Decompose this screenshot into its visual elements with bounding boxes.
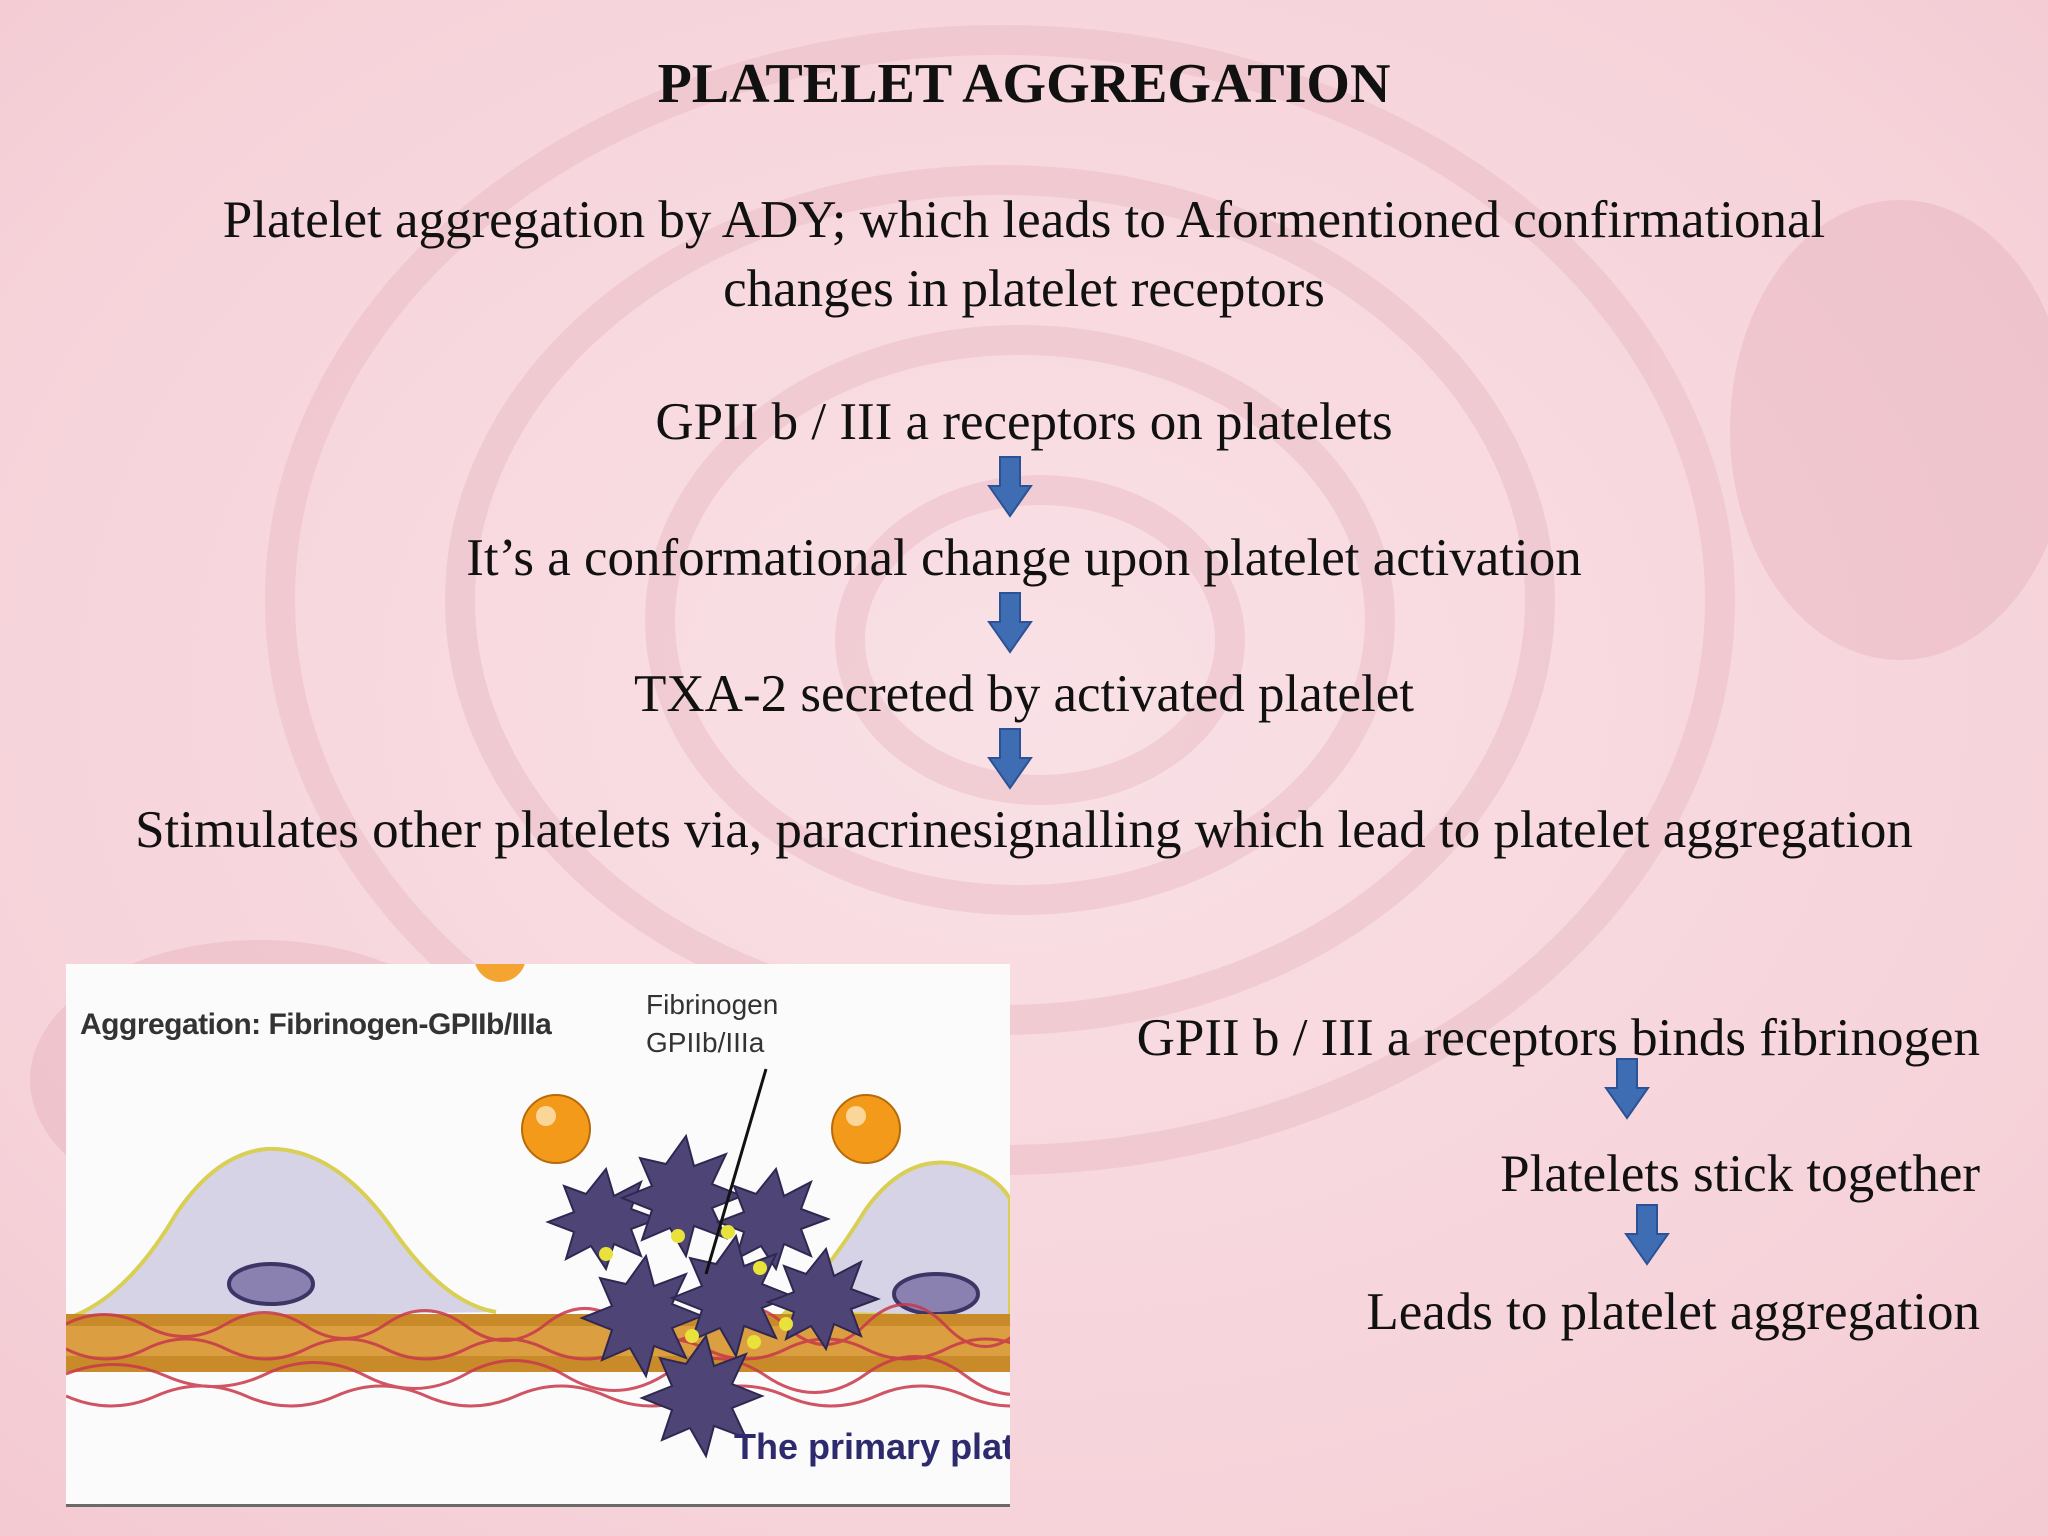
flow-step-receptors: GPII b / III a receptors on platelets xyxy=(655,393,1393,451)
side-step-aggregation: Leads to platelet aggregation xyxy=(1366,1283,1980,1341)
down-arrow-icon xyxy=(987,592,1033,654)
flow-step-conformational: It’s a conformational change upon platel… xyxy=(466,529,1582,587)
down-arrow-icon xyxy=(1624,1204,1670,1266)
down-arrow-icon xyxy=(987,456,1033,518)
figure-caption: The primary plate xyxy=(734,1426,1010,1467)
side-step-binds: GPII b / III a receptors binds fibrinoge… xyxy=(1136,1009,1980,1067)
down-arrow-icon xyxy=(1604,1058,1650,1120)
flow-step-paracrine: Stimulates other platelets via, paracrin… xyxy=(135,801,1913,859)
side-step-stick: Platelets stick together xyxy=(1500,1145,1980,1203)
aggregation-figure: Aggregation: Fibrinogen-GPIIb/IIIa Fibri… xyxy=(66,964,1010,1507)
figure-heading: Aggregation: Fibrinogen-GPIIb/IIIa xyxy=(80,1008,552,1041)
figure-pointer-label: Fibrinogen GPIIb/IIIa xyxy=(646,986,778,1062)
slide-title: PLATELET AGGREGATION xyxy=(657,53,1391,115)
down-arrow-icon xyxy=(987,728,1033,790)
intro-text: Platelet aggregation by ADY; which leads… xyxy=(222,191,1826,318)
figure-pointer-line1: Fibrinogen xyxy=(646,989,779,1020)
flow-step-txa2: TXA-2 secreted by activated platelet xyxy=(634,665,1414,723)
figure-pointer-line2: GPIIb/IIIa xyxy=(646,1027,765,1058)
